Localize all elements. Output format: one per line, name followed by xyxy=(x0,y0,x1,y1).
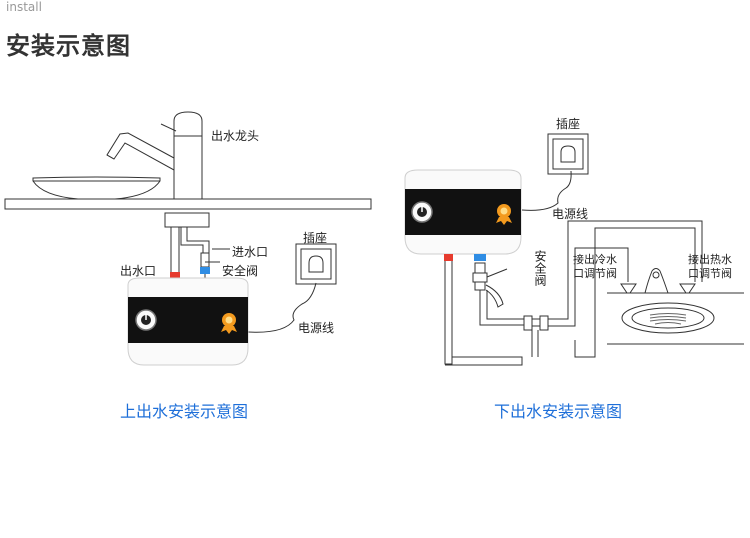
page-title: 安装示意图 xyxy=(6,32,131,60)
left-sink-bowl xyxy=(32,176,161,200)
left-socket-label: 插座 xyxy=(303,231,328,245)
right-cold-label-1: 接出冷水 xyxy=(573,253,617,266)
right-water-heater xyxy=(404,169,522,261)
left-caption: 上出水安装示意图 xyxy=(120,402,249,421)
left-faucet-label: 出水龙头 xyxy=(211,129,260,143)
right-cold-label-2: 口调节阀 xyxy=(573,267,617,280)
left-countertop xyxy=(4,198,372,210)
left-water-heater xyxy=(127,277,249,366)
right-valve-label: 安全阀 xyxy=(533,250,547,286)
right-caption: 下出水安装示意图 xyxy=(494,402,623,421)
right-power-cord xyxy=(521,170,572,211)
right-socket-label: 插座 xyxy=(556,117,581,131)
left-power-cord xyxy=(247,282,317,333)
top-word: install xyxy=(6,0,42,14)
left-inlet-label: 进水口 xyxy=(232,245,269,259)
left-outlet-label: 出水口 xyxy=(120,264,157,278)
right-cord-label: 电源线 xyxy=(552,207,589,221)
right-diagram xyxy=(444,133,744,366)
right-hot-label-2: 口调节阀 xyxy=(688,267,732,280)
right-hot-label-1: 接出热水 xyxy=(688,253,732,266)
right-faucet xyxy=(644,268,669,294)
left-diagram xyxy=(4,111,372,333)
left-valve-label: 安全阀 xyxy=(222,264,259,278)
left-cord-label: 电源线 xyxy=(298,321,335,335)
left-faucet xyxy=(106,111,203,200)
